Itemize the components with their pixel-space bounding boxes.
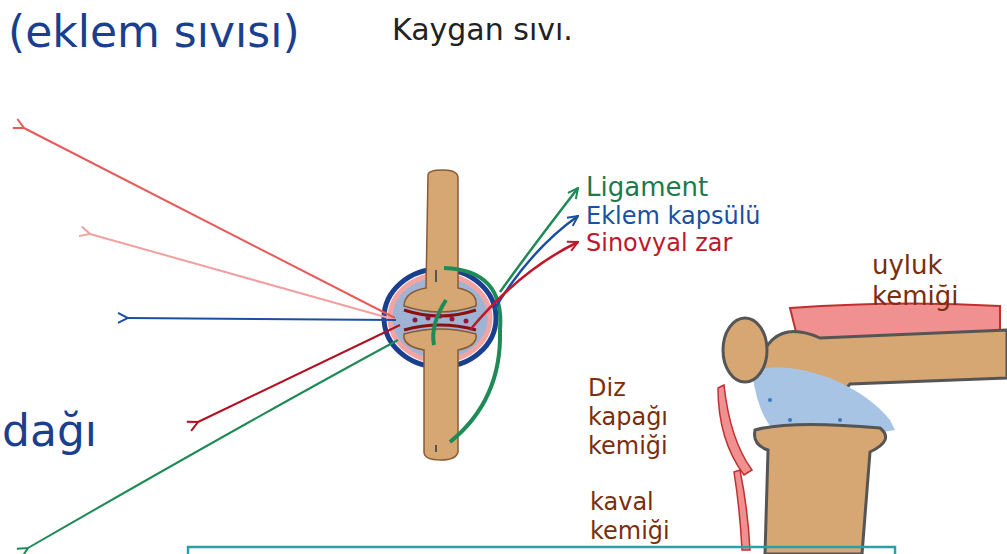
part-label: Eklem kapsülü — [586, 202, 761, 231]
note-label: Kaygan sıvı. — [392, 12, 573, 48]
leader-line — [470, 242, 578, 330]
leader-line — [128, 318, 396, 320]
part-label: Sinovyal zar — [586, 229, 732, 258]
leader-line — [90, 234, 396, 320]
term-label: (eklem sıvısı) — [8, 6, 300, 59]
part-label: Ligament — [586, 172, 708, 203]
note-box-edge — [188, 547, 895, 554]
bone-label: uyluk kemiği — [872, 250, 1002, 312]
leader-line — [494, 216, 578, 310]
term-label: dağı — [2, 405, 97, 458]
bone-label: kaval kemiği — [590, 488, 700, 546]
leader-line — [198, 325, 400, 422]
leader-line — [500, 188, 578, 292]
leader-line — [24, 128, 395, 318]
bone-label: Diz kapağı kemiği — [588, 374, 700, 460]
knee-figure — [718, 303, 1007, 554]
